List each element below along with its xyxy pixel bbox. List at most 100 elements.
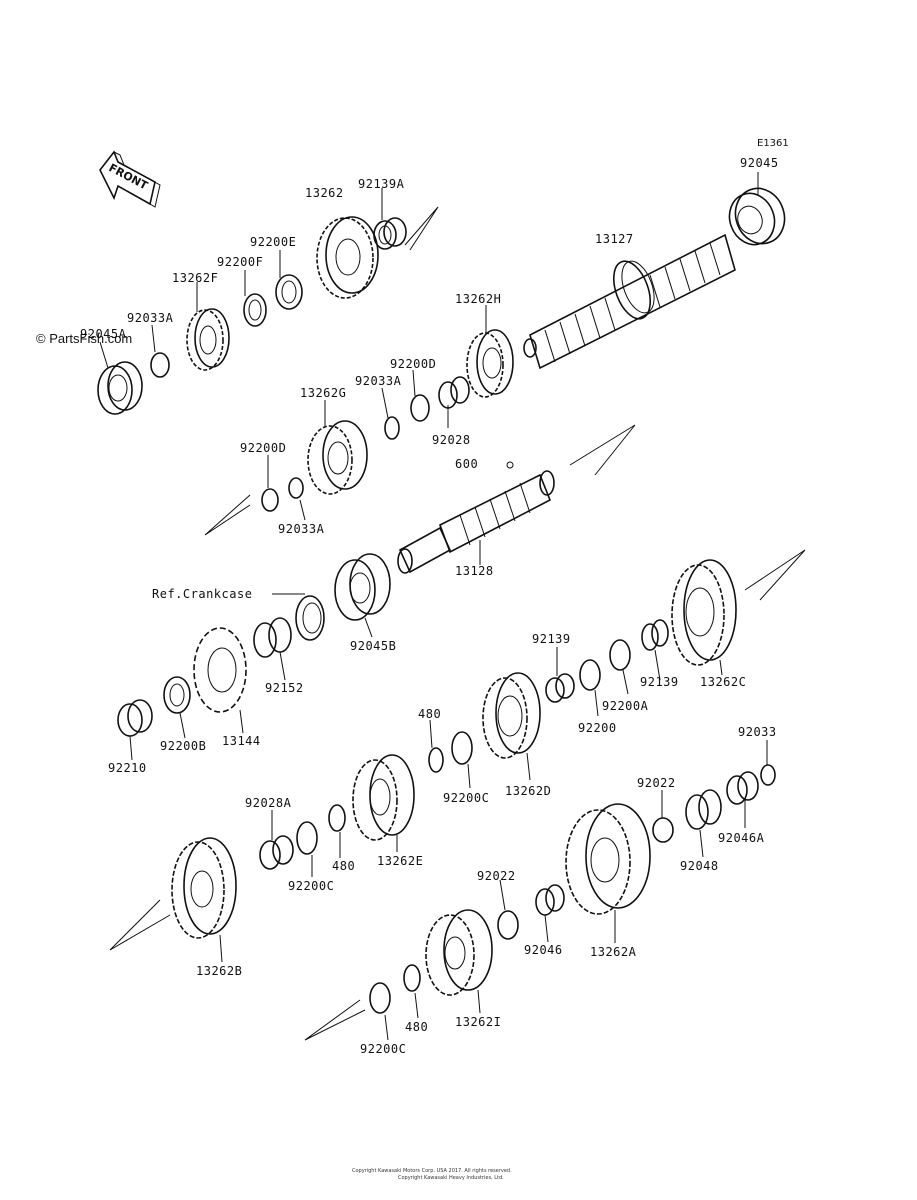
axis-lines <box>109 206 806 1041</box>
washer-92200F <box>243 293 267 327</box>
part-label: 92200D <box>390 357 436 371</box>
part-label: 92139 <box>532 632 571 646</box>
part-label: 13262I <box>455 1015 501 1029</box>
circlip-480-2 <box>328 804 346 832</box>
collar-92048 <box>685 789 722 830</box>
circlip-480-3 <box>403 964 421 992</box>
circlip-92033A-3 <box>288 477 304 499</box>
part-label: 92200D <box>240 441 286 455</box>
part-label: 480 <box>418 707 441 721</box>
input-shaft-13128 <box>397 461 555 574</box>
bearing-92045B <box>334 553 391 621</box>
gear-13262I <box>425 909 493 996</box>
washer-92200A <box>609 639 631 671</box>
part-label: 13262C <box>700 675 746 689</box>
part-label: 92028 <box>432 433 471 447</box>
bushing-92139-2 <box>545 673 575 703</box>
gear-13262H <box>466 329 514 398</box>
gear-13262B <box>171 837 237 939</box>
part-label: 92200A <box>602 699 649 713</box>
oil-seal <box>295 595 325 641</box>
part-label: 92200C <box>443 791 489 805</box>
part-label: 13262 <box>305 186 344 200</box>
part-label: 92152 <box>265 681 304 695</box>
gear-13262 <box>316 216 379 299</box>
washer-92200E-inner <box>281 280 297 304</box>
circlip-480 <box>428 747 444 773</box>
needle-bearing-92046A <box>726 771 759 805</box>
gear-13262G <box>307 420 368 495</box>
part-label: 92033A <box>127 311 174 325</box>
washer-92200C <box>451 731 473 765</box>
part-label: 92048 <box>680 859 719 873</box>
part-label: 92028A <box>245 796 292 810</box>
bearing-92045A <box>97 361 143 415</box>
front-arrow-icon: FRONT <box>99 150 161 208</box>
washer-92200E <box>275 274 303 310</box>
part-label: 92045A <box>80 327 127 341</box>
gear-13262C <box>671 559 737 666</box>
part-label: 13127 <box>595 232 634 246</box>
part-label: 92033 <box>738 725 777 739</box>
circlip-92033A <box>150 352 170 378</box>
part-label: 92139 <box>640 675 679 689</box>
part-label: 13262E <box>377 854 423 868</box>
part-label: 13262A <box>590 945 637 959</box>
part-label: 13144 <box>222 734 261 748</box>
part-label: 92046A <box>718 831 765 845</box>
washer-92022-2 <box>497 910 519 940</box>
part-label: 13262D <box>505 784 551 798</box>
part-label: 92033A <box>278 522 325 536</box>
part-label: 92200C <box>288 879 334 893</box>
drawing-code: E1361 <box>757 138 789 149</box>
nut-92210 <box>117 699 153 737</box>
part-label: 13262G <box>300 386 346 400</box>
watermark: © PartsFish.com <box>36 331 132 346</box>
part-label: 92200C <box>360 1042 406 1056</box>
part-label: 480 <box>332 859 355 873</box>
sprocket-13144 <box>193 627 247 713</box>
circlip-92033A-2 <box>384 416 400 440</box>
part-label: 13128 <box>455 564 494 578</box>
part-label: 92046 <box>524 943 563 957</box>
copyright-line-2: Copyright Kawasaki Heavy Industries, Ltd… <box>398 1175 504 1181</box>
part-label: 92022 <box>477 869 516 883</box>
gear-13262D <box>482 672 541 759</box>
part-label: 600 <box>455 457 478 471</box>
part-label: 13262H <box>455 292 501 306</box>
bushing-92139 <box>641 619 669 651</box>
gear-13262E <box>352 754 415 841</box>
part-label: 92139A <box>358 177 405 191</box>
washer-92200B <box>163 676 191 714</box>
washer-92200C-2 <box>296 821 318 855</box>
part-label: 480 <box>405 1020 428 1034</box>
part-label: 92200B <box>160 739 206 753</box>
part-label: 92022 <box>637 776 676 790</box>
washer-92200B-inner <box>169 683 185 707</box>
bearing-92045 <box>728 187 786 246</box>
washer-92200F-inner <box>248 299 262 321</box>
washer-92200D <box>410 394 430 422</box>
bushing-92028 <box>438 376 470 409</box>
gear-13262A <box>565 803 651 915</box>
washer-92200 <box>579 659 601 691</box>
output-shaft-13127 <box>523 233 736 370</box>
washer-92200D-2 <box>261 488 279 512</box>
bushing-92139A <box>373 217 407 250</box>
part-label: 92210 <box>108 761 147 775</box>
gear-13262F <box>186 308 230 371</box>
leader-lines <box>99 172 768 1041</box>
part-label: 92200E <box>250 235 296 249</box>
ref-crankcase: Ref.Crankcase <box>152 587 252 601</box>
part-label: 92045 <box>740 156 779 170</box>
part-label: 92200 <box>578 721 617 735</box>
part-label: 92033A <box>355 374 402 388</box>
part-label: 92045B <box>350 639 396 653</box>
washer-92022 <box>652 817 674 843</box>
washer-92200C-3 <box>369 982 391 1014</box>
copyright-line-1: Copyright Kawasaki Motors Corp. USA 2017… <box>352 1168 512 1174</box>
needle-bearing-92046 <box>535 884 565 916</box>
oil-seal-inner <box>302 602 322 634</box>
part-label: 92200F <box>217 255 263 269</box>
